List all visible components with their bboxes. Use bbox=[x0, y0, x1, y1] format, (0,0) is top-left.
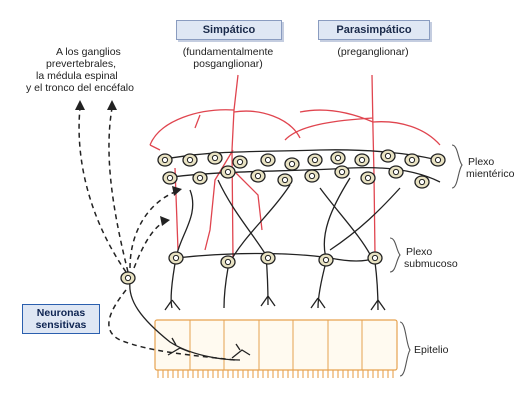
neuron-nucleus bbox=[323, 257, 328, 262]
neuron-nucleus bbox=[409, 157, 414, 162]
myenteric-label-1: Plexo bbox=[468, 156, 494, 168]
neuron-nucleus bbox=[167, 175, 172, 180]
neuron-nucleus bbox=[359, 157, 364, 162]
submucosal-label-1: Plexo bbox=[406, 246, 432, 258]
neuron-nucleus bbox=[312, 157, 317, 162]
projection-line-2: prevertebrales, bbox=[46, 58, 116, 70]
neuron-nucleus bbox=[289, 161, 294, 166]
neuron-nucleus bbox=[385, 153, 390, 158]
neuron-nucleus bbox=[419, 179, 424, 184]
projection-line-3: la médula espinal bbox=[36, 70, 118, 82]
neuron-nucleus bbox=[237, 159, 242, 164]
neuron-nucleus bbox=[372, 255, 377, 260]
epithelium-layer bbox=[155, 320, 397, 378]
parasympathetic-note: (preganglionar) bbox=[318, 46, 428, 58]
sensory-line-1: Neuronas bbox=[23, 307, 99, 319]
sympathetic-note-1: (fundamentalmente bbox=[170, 46, 286, 58]
sensory-line-2: sensitivas bbox=[23, 319, 99, 331]
submucosal-label-2: submucoso bbox=[404, 258, 458, 270]
sympathetic-title: Simpático bbox=[176, 20, 282, 40]
neuron-nucleus bbox=[162, 157, 167, 162]
neuron-nucleus bbox=[335, 155, 340, 160]
neuron-nucleus bbox=[225, 169, 230, 174]
neuron-nucleus bbox=[225, 259, 230, 264]
sympathetic-note-2: posganglionar) bbox=[170, 58, 286, 70]
myenteric-label-2: mientérico bbox=[466, 168, 514, 180]
projection-line-4: y el tronco del encéfalo bbox=[26, 82, 134, 94]
neuron-nucleus bbox=[393, 169, 398, 174]
neuron-nucleus bbox=[365, 175, 370, 180]
projection-line-1: A los ganglios bbox=[56, 46, 121, 58]
neuron-nucleus bbox=[265, 157, 270, 162]
neuron-nucleus bbox=[309, 173, 314, 178]
sensory-neurons-label: Neuronas sensitivas bbox=[22, 304, 100, 334]
neuron-nucleus bbox=[435, 157, 440, 162]
neuron-nucleus bbox=[125, 275, 130, 280]
neuron-nucleus bbox=[187, 157, 192, 162]
neuron-nucleus bbox=[212, 155, 217, 160]
neuron-nucleus bbox=[173, 255, 178, 260]
neuron-nucleus bbox=[197, 175, 202, 180]
neuron-nucleus bbox=[282, 177, 287, 182]
neuron-nucleus bbox=[265, 255, 270, 260]
neuron-nucleus bbox=[339, 169, 344, 174]
epithelium-label: Epitelio bbox=[414, 344, 448, 356]
neuron-nucleus bbox=[255, 173, 260, 178]
parasympathetic-title: Parasimpático bbox=[318, 20, 430, 40]
